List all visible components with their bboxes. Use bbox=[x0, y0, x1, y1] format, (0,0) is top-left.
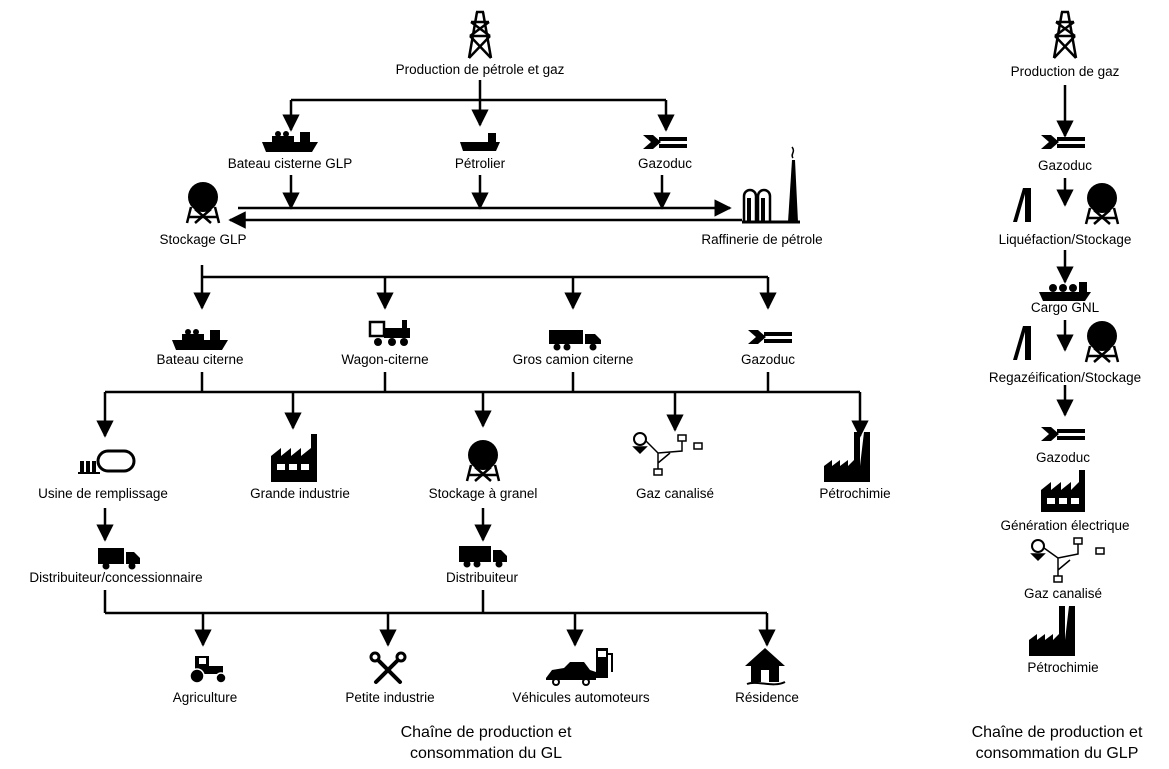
label-large-industry: Grande industrie bbox=[250, 486, 350, 501]
label-distributor-dealer: Distribuiteur/concessionnaire bbox=[29, 570, 203, 585]
label-distributor: Distribuiteur bbox=[445, 570, 519, 585]
distributor-truck-icon bbox=[459, 546, 507, 568]
label-motor-vehicles: Véhicules automoteurs bbox=[512, 690, 650, 705]
gas-derrick-icon bbox=[1052, 10, 1078, 59]
car-fuel-pump-icon bbox=[546, 648, 613, 686]
pipeline-icon bbox=[1041, 427, 1085, 441]
caption-left-line1: Chaîne de production et bbox=[400, 724, 572, 741]
label-tanker-ship: Bateau citerne bbox=[156, 352, 244, 367]
oil-derrick-icon bbox=[467, 10, 493, 59]
lng-cargo-ship-icon bbox=[1039, 282, 1091, 301]
filling-plant-icon bbox=[78, 449, 136, 474]
label-right-piped-gas: Gaz canalisé bbox=[1023, 586, 1103, 601]
petrochemical-icon bbox=[1029, 606, 1075, 656]
label-production: Production de pétrole et gaz bbox=[395, 62, 565, 77]
label-filling-plant: Usine de remplissage bbox=[38, 486, 168, 501]
label-pipeline: Gazoduc bbox=[637, 156, 693, 171]
caption-right-line1: Chaîne de production et bbox=[971, 724, 1143, 741]
label-right-pipeline-2: Gazoduc bbox=[1035, 450, 1091, 465]
label-refinery: Raffinerie de pétrole bbox=[701, 232, 823, 247]
label-agriculture: Agriculture bbox=[172, 690, 238, 705]
lpg-tanker-ship-icon bbox=[262, 131, 318, 152]
pipeline-icon bbox=[748, 330, 792, 344]
label-large-truck: Gros camion citerne bbox=[512, 352, 634, 367]
label-petrochemical: Pétrochimie bbox=[819, 486, 891, 501]
refinery-icon bbox=[742, 146, 800, 224]
bulk-storage-sphere-icon bbox=[465, 440, 501, 482]
label-lpg-tanker-ship: Bateau cisterne GLP bbox=[227, 156, 353, 171]
label-rail-wagon: Wagon-citerne bbox=[341, 352, 429, 367]
regasification-plant-icon bbox=[1013, 326, 1031, 360]
pipeline-icon bbox=[1041, 135, 1085, 149]
label-oil-tanker: Pétrolier bbox=[454, 156, 506, 171]
label-pipeline-2: Gazoduc bbox=[740, 352, 796, 367]
caption-left-line2: consommation du GL bbox=[409, 745, 563, 762]
distributor-truck-icon bbox=[98, 548, 140, 570]
piped-gas-icon bbox=[1030, 537, 1105, 583]
caption-left: Chaîne de production et consommation du … bbox=[401, 722, 572, 764]
label-liquefaction-storage: Liquéfaction/Stockage bbox=[998, 232, 1132, 247]
oil-tanker-icon bbox=[460, 133, 500, 151]
caption-right-line2: consommation du GLP bbox=[975, 745, 1139, 762]
label-residence: Résidence bbox=[735, 690, 799, 705]
lpg-storage-sphere-icon bbox=[185, 182, 221, 224]
large-industry-icon bbox=[271, 434, 317, 482]
label-lpg-storage: Stockage GLP bbox=[159, 232, 247, 247]
caption-right: Chaîne de production et consommation du … bbox=[972, 722, 1143, 764]
storage-sphere-icon bbox=[1084, 183, 1120, 225]
label-regasification-storage: Regazéification/Stockage bbox=[988, 370, 1142, 385]
left-connectors bbox=[96, 80, 869, 647]
petrochemical-icon bbox=[824, 432, 870, 482]
label-right-pipeline: Gazoduc bbox=[1037, 158, 1093, 173]
label-lng-cargo: Cargo GNL bbox=[1030, 300, 1100, 315]
piped-gas-icon bbox=[632, 432, 703, 476]
residence-icon bbox=[745, 648, 786, 686]
tanker-ship-icon bbox=[172, 329, 228, 350]
large-tanker-truck-icon bbox=[549, 330, 601, 351]
label-power-generation: Génération électrique bbox=[1000, 518, 1130, 533]
label-bulk-storage: Stockage à granel bbox=[428, 486, 538, 501]
label-piped-gas: Gaz canalisé bbox=[635, 486, 715, 501]
storage-sphere-icon bbox=[1084, 321, 1120, 363]
pipeline-icon bbox=[643, 135, 687, 149]
label-gas-production: Production de gaz bbox=[1010, 64, 1120, 79]
label-right-petrochemical: Pétrochimie bbox=[1027, 660, 1099, 675]
label-small-industry: Petite industrie bbox=[345, 690, 435, 705]
train-wagon-icon bbox=[368, 320, 410, 346]
liquefaction-plant-icon bbox=[1013, 188, 1031, 222]
tractor-icon bbox=[189, 656, 227, 684]
power-generation-icon bbox=[1041, 470, 1085, 512]
tools-icon bbox=[369, 651, 407, 684]
